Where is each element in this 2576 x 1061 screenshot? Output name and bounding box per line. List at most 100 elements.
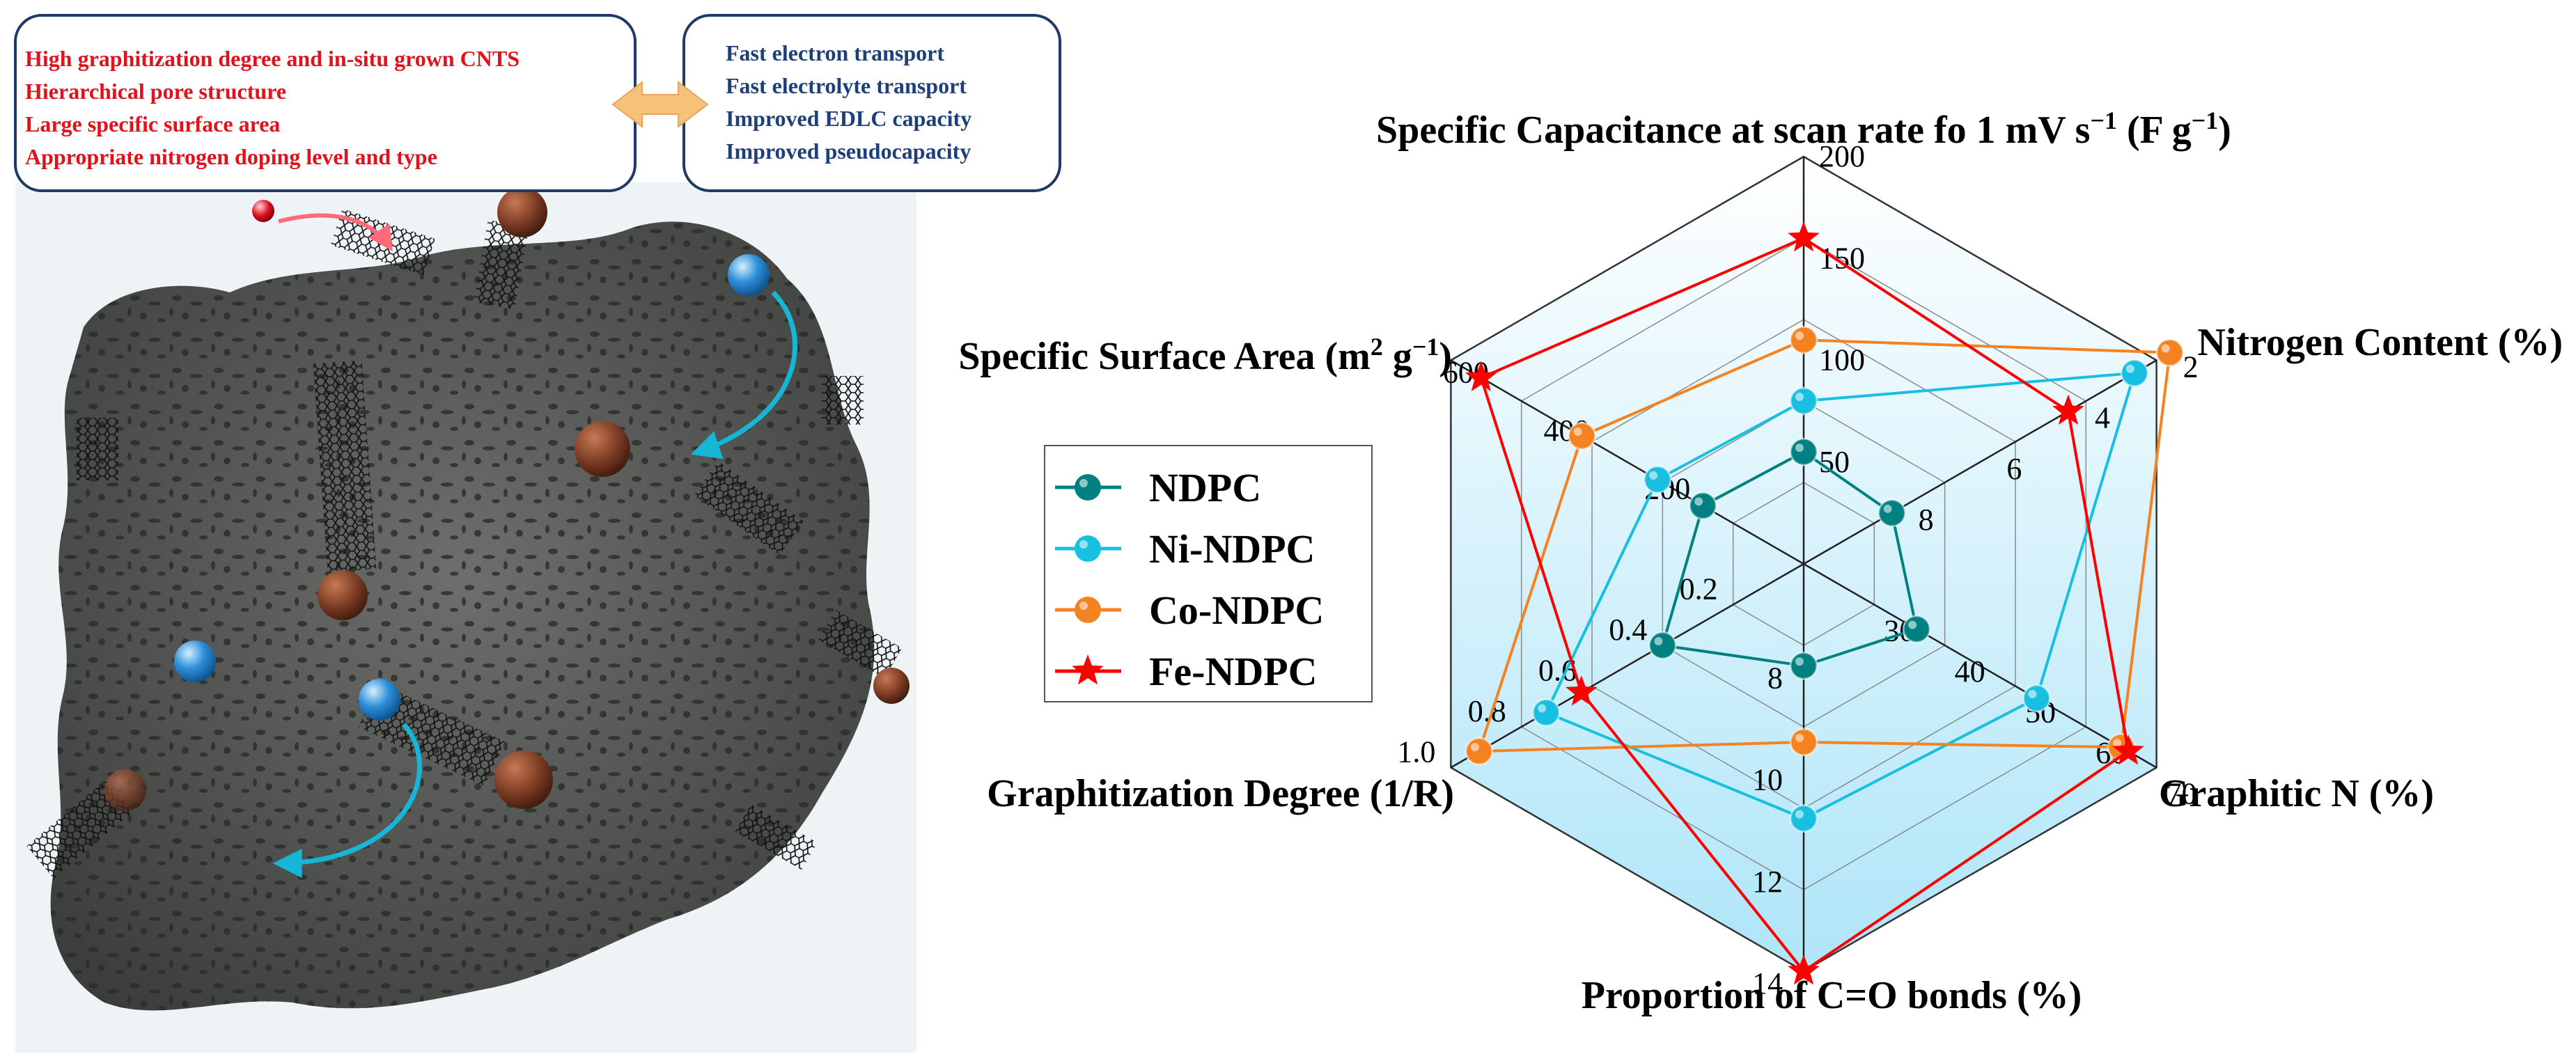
ion-transport-arrow <box>272 722 422 878</box>
data-point-highlight <box>1649 471 1658 480</box>
data-point-highlight <box>2112 739 2121 748</box>
benefit-line: Fast electrolyte transport <box>726 73 967 98</box>
electrolyte-ion <box>174 640 216 682</box>
feature-line: Large specific surface area <box>25 111 280 136</box>
data-point <box>1902 615 1931 644</box>
carbon-nanotube <box>822 376 864 425</box>
metal-nanoparticle <box>497 187 547 237</box>
data-point-highlight <box>1573 427 1582 437</box>
data-point <box>2155 338 2185 368</box>
radar-tick-label: 2 <box>2183 350 2199 384</box>
legend-marker <box>1075 474 1101 501</box>
legend-marker-highlight <box>1079 479 1088 487</box>
data-point <box>1789 437 1818 466</box>
radar-spoke <box>1450 359 1804 565</box>
metal-nanoparticle <box>318 570 368 620</box>
legend-marker <box>1075 597 1101 623</box>
callout-boxes: High graphitization degree and in-situ g… <box>14 14 1061 192</box>
radar-tick-label: 200 <box>1819 139 1865 173</box>
data-point-star <box>1465 361 1497 391</box>
radar-tick-label: 8 <box>1767 661 1783 695</box>
benefit-line: Improved pseudocapacity <box>726 139 971 164</box>
radar-tick-label: 0.2 <box>1680 572 1718 606</box>
data-point-star <box>1566 675 1598 706</box>
radar-axis-title: Graphitic N (%) <box>2159 772 2434 815</box>
legend-label: Ni-NDPC <box>1149 526 1315 572</box>
carbon-nanotube <box>694 461 804 556</box>
radar-chart: 501001502008642304050607081012140.20.40.… <box>958 107 2563 1017</box>
metal-nanoparticle <box>575 421 630 477</box>
legend-label: Co-NDPC <box>1149 588 1324 633</box>
radar-tick-label: 0.8 <box>1468 694 1506 728</box>
radar-tick-label: 0.4 <box>1609 613 1647 647</box>
carbon-nanotube <box>735 804 818 870</box>
carbon-nanotube <box>474 219 529 310</box>
data-point <box>2120 359 2149 388</box>
data-point-highlight <box>1795 657 1804 666</box>
radar-tick-labels: 501001502008642304050607081012140.20.40.… <box>1397 139 2198 1000</box>
radar-axis-title: Specific Surface Area (m2 g−1) <box>958 333 1452 378</box>
radar-axis-title: Specific Capacitance at scan rate fo 1 m… <box>1376 107 2231 152</box>
data-point <box>1789 804 1818 833</box>
data-point-highlight <box>1795 393 1804 401</box>
metal-nanoparticle <box>104 769 146 811</box>
data-point-highlight <box>1470 743 1479 752</box>
radar-spoke <box>1803 359 2157 565</box>
feature-line: Appropriate nitrogen doping level and ty… <box>25 144 437 169</box>
electron-particle <box>252 200 274 222</box>
data-point-highlight <box>1908 620 1917 629</box>
carbon-nanotube <box>77 418 118 480</box>
radar-tick-label: 40 <box>1955 654 1985 689</box>
legend-item: Ni-NDPC <box>1055 526 1315 572</box>
legend-marker-highlight <box>1079 540 1088 549</box>
benefit-line: Improved EDLC capacity <box>726 106 971 131</box>
electron-transport-arrow <box>278 213 393 251</box>
data-point <box>1789 325 1818 354</box>
double-arrow-icon <box>611 80 709 129</box>
data-point-star <box>1788 221 1820 252</box>
radar-tick-label: 4 <box>2095 401 2110 435</box>
data-point <box>2022 684 2051 713</box>
series-fe-ndpc <box>1465 221 2144 985</box>
series-ndpc <box>1648 437 1931 680</box>
legend-label: Fe-NDPC <box>1149 649 1318 694</box>
data-point-highlight <box>1795 443 1804 453</box>
radar-tick-label: 12 <box>1752 865 1783 899</box>
data-point <box>1688 491 1717 520</box>
legend-item: Co-NDPC <box>1055 588 1324 633</box>
pore-texture <box>50 221 875 1011</box>
benefit-line: Fast electron transport <box>726 40 944 65</box>
metal-nanoparticle <box>494 750 553 809</box>
data-point-highlight <box>1795 733 1804 742</box>
electrolyte-ion <box>359 679 400 721</box>
radar-axis-title: Nitrogen Content (%) <box>2197 321 2563 364</box>
legend-marker-star <box>1072 654 1104 685</box>
carbon-nanotube <box>313 360 377 573</box>
carbon-structure-schematic <box>15 182 916 1053</box>
radar-series <box>1465 221 2185 985</box>
data-point-star <box>2052 394 2084 425</box>
data-point-highlight <box>1654 637 1663 645</box>
data-point <box>1531 698 1561 728</box>
electrolyte-ion <box>728 254 770 296</box>
data-point-star <box>1788 954 1820 985</box>
data-point-highlight <box>1883 504 1892 513</box>
carbon-nanotube <box>26 778 134 879</box>
data-point-highlight <box>2161 344 2170 353</box>
legend-marker-highlight <box>1079 602 1088 610</box>
radar-axis-title: Graphitization Degree (1/R) <box>987 772 1454 815</box>
data-point-highlight <box>1795 810 1804 819</box>
data-point <box>1465 737 1494 766</box>
data-point-highlight <box>1538 704 1547 713</box>
radar-tick-label: 70 <box>2167 777 2197 811</box>
radar-spoke <box>1450 563 1804 769</box>
radar-spoke <box>1803 563 2157 769</box>
data-point <box>1789 651 1818 680</box>
legend-label: NDPC <box>1149 465 1261 510</box>
data-point-star <box>2112 734 2144 765</box>
carbon-nanotube <box>818 609 903 679</box>
data-point-highlight <box>2028 690 2037 699</box>
radar-tick-label: 150 <box>1819 241 1865 275</box>
radar-tick-label: 6 <box>2006 452 2022 486</box>
